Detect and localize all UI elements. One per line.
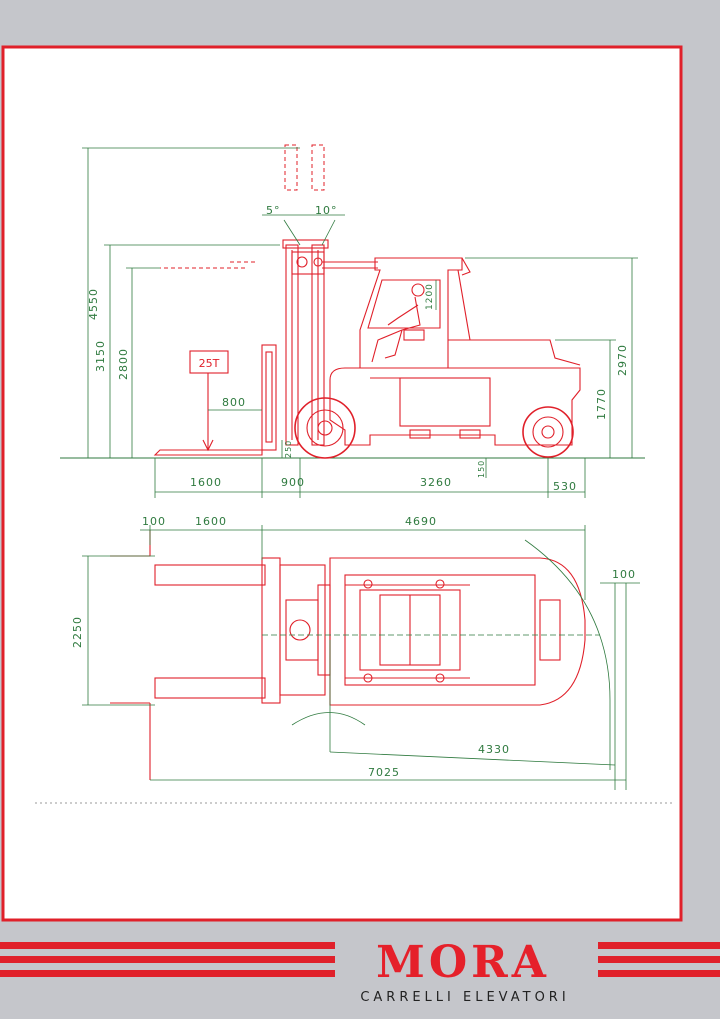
brand-logo: MORA (376, 937, 550, 988)
dim-3260: 3260 (420, 476, 452, 489)
dim-900: 900 (281, 476, 305, 489)
top-dimensions (82, 525, 640, 790)
fork-top-left (154, 564, 266, 586)
rear-wheel (522, 406, 574, 458)
truck-body (329, 367, 581, 446)
dim-1770: 1770 (595, 388, 608, 420)
load-label-box (189, 350, 229, 374)
dim-2250: 2250 (71, 616, 84, 648)
footer-stripes (0, 942, 720, 977)
dim-250: 250 (284, 440, 293, 458)
dim-4330: 4330 (478, 743, 510, 756)
dim-530: 530 (553, 480, 577, 493)
page-border (1, 45, 683, 922)
dim-4550: 4550 (87, 288, 100, 320)
side-dimensions (82, 147, 638, 498)
fork-top-right (154, 677, 266, 699)
dim-1600-side: 1600 (190, 476, 222, 489)
dim-4690: 4690 (405, 515, 437, 528)
dim-2800: 2800 (117, 348, 130, 380)
brand-subtitle: CARRELLI ELEVATORI (360, 990, 570, 1005)
front-wheel (294, 397, 356, 459)
mast-outer (285, 244, 299, 446)
dim-100-fork-gap: 100 (142, 515, 166, 528)
side-view (60, 144, 645, 459)
load-label: 25T (199, 357, 220, 370)
dim-100-rear: 100 (612, 568, 636, 581)
tilt-forward: 5° (266, 204, 281, 217)
dim-800: 800 (222, 396, 246, 409)
dim-150: 150 (477, 460, 486, 478)
tilt-back: 10° (315, 204, 338, 217)
dim-2970: 2970 (616, 344, 629, 376)
operator-head (411, 283, 425, 297)
carriage (261, 344, 277, 451)
chassis-outline (329, 557, 586, 706)
dim-3150: 3150 (94, 340, 107, 372)
dim-1600-top: 1600 (195, 515, 227, 528)
dim-7025: 7025 (368, 766, 400, 779)
dim-1200: 1200 (425, 283, 435, 310)
